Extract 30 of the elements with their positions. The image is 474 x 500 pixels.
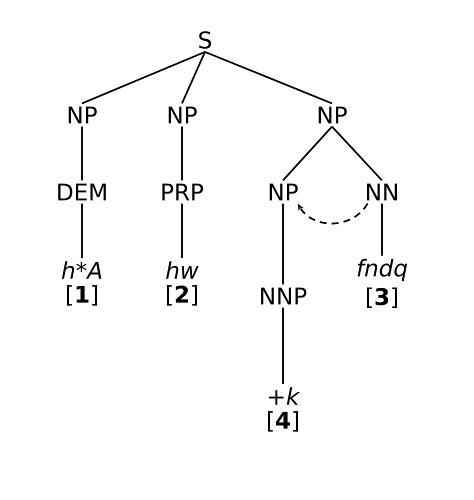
category-label: DEM [58, 184, 106, 200]
index-number: [4] [268, 411, 298, 432]
tree-branch [181, 52, 206, 104]
category-label: S [199, 31, 212, 49]
category-label: NP [168, 106, 197, 124]
category-label: NP [270, 184, 298, 200]
word-label: fndq [358, 258, 408, 282]
tree-branch [381, 204, 383, 256]
tree-branch [81, 204, 83, 258]
category-label: NP [68, 106, 97, 124]
category-label: NN [367, 184, 397, 200]
tree-branch [282, 308, 284, 384]
word-label: +k [269, 387, 300, 405]
category-label: PRP [162, 184, 204, 200]
tree-branch [181, 204, 183, 258]
tree-branch [331, 126, 383, 182]
index-number: [2] [167, 285, 197, 306]
category-label: NNP [261, 288, 306, 304]
word-label: h*A [62, 261, 102, 279]
tree-branch [181, 126, 183, 180]
tree-branch [204, 51, 332, 104]
tree-branch [282, 204, 284, 284]
tree-branch [82, 51, 206, 104]
word-label: hw [166, 261, 199, 279]
dashed-arrow [298, 203, 368, 224]
category-label: NP [318, 106, 347, 124]
index-number: [1] [67, 285, 97, 306]
tree-branch [282, 126, 333, 182]
index-number: [3] [367, 288, 397, 308]
tree-branch [81, 126, 83, 180]
